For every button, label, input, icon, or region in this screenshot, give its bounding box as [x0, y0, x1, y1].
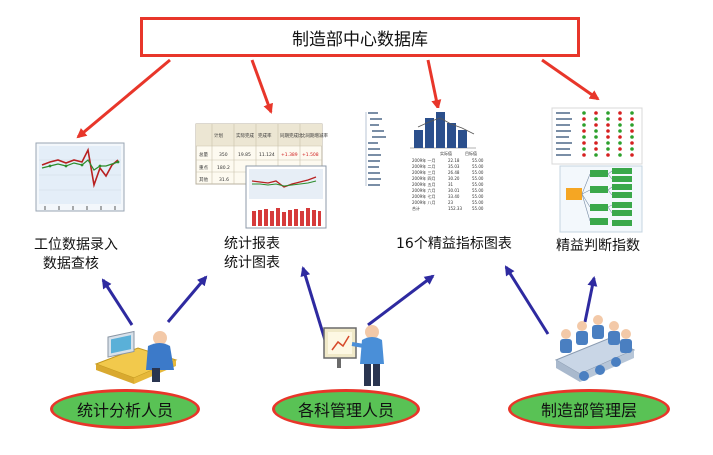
arrow-manager-to-report	[300, 266, 327, 341]
thumb-bar-row-3-target: 55.00	[472, 176, 484, 181]
thumb-bar-row-8-target: 55.00	[472, 206, 484, 211]
thumb-bar-legend-0: 实际值	[440, 150, 452, 156]
thumbnail-line-chart	[35, 142, 125, 212]
thumb-table-row-0-cell-3: +1.389	[281, 152, 298, 158]
thumb-bar-row-2-target: 55.00	[472, 170, 484, 175]
arrow-analyst-to-entry	[101, 278, 134, 326]
thumb-bar-row-1-actual: 35.03	[448, 164, 460, 169]
arrow-db-to-report	[250, 59, 273, 114]
database-title: 制造部中心数据库	[292, 29, 428, 50]
thumb-bar-row-7-target: 55.00	[472, 200, 484, 205]
role-label-managers: 各科管理人员	[297, 401, 394, 420]
thumbnail-report: 计划 实际完成 完成率 同期完成比 比同期增减率 总量 350 19.85 11…	[195, 123, 328, 229]
role-label-leadership: 制造部管理层	[540, 401, 637, 420]
thumb-bar-row-5-label: 2009年 六月	[412, 187, 435, 193]
thumb-bar-row-0-actual: 22.18	[448, 158, 460, 163]
thumb-bar-row-0-target: 55.00	[472, 158, 484, 163]
thumb-table-row-0-cell-4: +1.508	[302, 152, 319, 158]
output-label-judgement-index: 精益判断指数	[556, 238, 640, 254]
thumb-bar-row-3-label: 2009年 四月	[412, 175, 435, 181]
manager-presenting-icon	[323, 325, 384, 386]
thumb-bar-row-6-label: 2009年 七月	[412, 193, 435, 199]
thumb-bar-row-2-label: 2009年 三月	[412, 169, 435, 175]
thumb-bar-row-7-label: 2009年 八月	[412, 199, 435, 205]
arrow-manager-to-indicators	[367, 274, 435, 327]
thumb-bar-row-6-actual: 33.40	[448, 194, 460, 199]
thumb-table-row-1-name: 重点	[199, 164, 208, 171]
analyst-at-desk-icon	[94, 330, 178, 384]
thumb-bar-row-4-target: 55.00	[472, 182, 484, 187]
arrow-analyst-to-report	[166, 275, 208, 323]
leadership-meeting-icon	[554, 315, 636, 382]
arrow-db-to-indicators	[426, 59, 442, 110]
thumbnail-index	[551, 107, 643, 233]
thumb-bar-legend-1: 目标值	[465, 150, 477, 156]
thumb-table-header-3: 同期完成比	[280, 132, 303, 139]
role-label-analyst: 统计分析人员	[76, 401, 173, 420]
thumb-table-row-2-cell-0: 31.6	[219, 177, 229, 183]
role-ellipse-leadership: 制造部管理层	[508, 389, 670, 429]
output-label-data-entry: 工位数据录入 数据查核	[34, 237, 118, 272]
central-database-box: 制造部中心数据库	[140, 17, 580, 57]
output-label-indicators: 16个精益指标图表	[396, 236, 512, 252]
thumb-bar-row-3-actual: 30.20	[448, 176, 460, 181]
arrow-leaders-to-index	[583, 276, 598, 323]
thumb-bar-row-5-target: 55.00	[472, 188, 484, 193]
thumb-table-header-4: 比同期增减率	[301, 132, 328, 139]
thumb-bar-row-0-label: 2009年 一月	[412, 157, 435, 163]
role-ellipse-analyst: 统计分析人员	[50, 389, 200, 429]
thumb-bar-row-8-actual: 152.33	[448, 206, 462, 211]
thumb-bar-row-4-actual: 31	[448, 182, 454, 187]
thumb-table-header-1: 实际完成	[236, 132, 254, 139]
thumb-bar-row-1-target: 55.00	[472, 164, 484, 169]
thumb-bar-row-6-target: 55.00	[472, 194, 484, 199]
thumb-table-row-0-cell-1: 19.85	[238, 152, 251, 158]
thumb-table-header-0: 计划	[214, 132, 223, 139]
arrow-leaders-to-indicators	[504, 265, 550, 335]
thumb-bar-row-2-actual: 26.48	[448, 170, 460, 175]
thumb-bar-row-5-actual: 30.01	[448, 188, 460, 193]
thumb-bar-row-1-label: 2009年 二月	[412, 163, 435, 169]
thumb-table-row-1-cell-0: 180.2	[217, 165, 230, 171]
thumb-bar-row-7-actual: 23	[448, 200, 454, 205]
thumb-table-row-2-name: 其他	[199, 176, 208, 183]
thumb-table-row-0-cell-2: 11.124	[259, 152, 275, 158]
output-label-reports: 统计报表 统计图表	[224, 236, 280, 271]
thumb-table-row-0-cell-0: 350	[219, 152, 228, 158]
arrow-db-to-index	[541, 58, 600, 101]
arrow-db-to-entry	[76, 58, 171, 139]
thumb-bar-row-4-label: 2009年 五月	[412, 181, 435, 187]
thumb-bar-row-8-label: 合计	[412, 205, 420, 211]
thumbnail-indicator-chart: 实际值 目标值 2009年 一月 22.18 55.00 2009年 二月 35…	[360, 108, 500, 211]
thumb-table-row-0-name: 总量	[199, 151, 208, 158]
role-ellipse-managers: 各科管理人员	[272, 389, 420, 429]
thumb-table-header-2: 完成率	[258, 132, 272, 139]
